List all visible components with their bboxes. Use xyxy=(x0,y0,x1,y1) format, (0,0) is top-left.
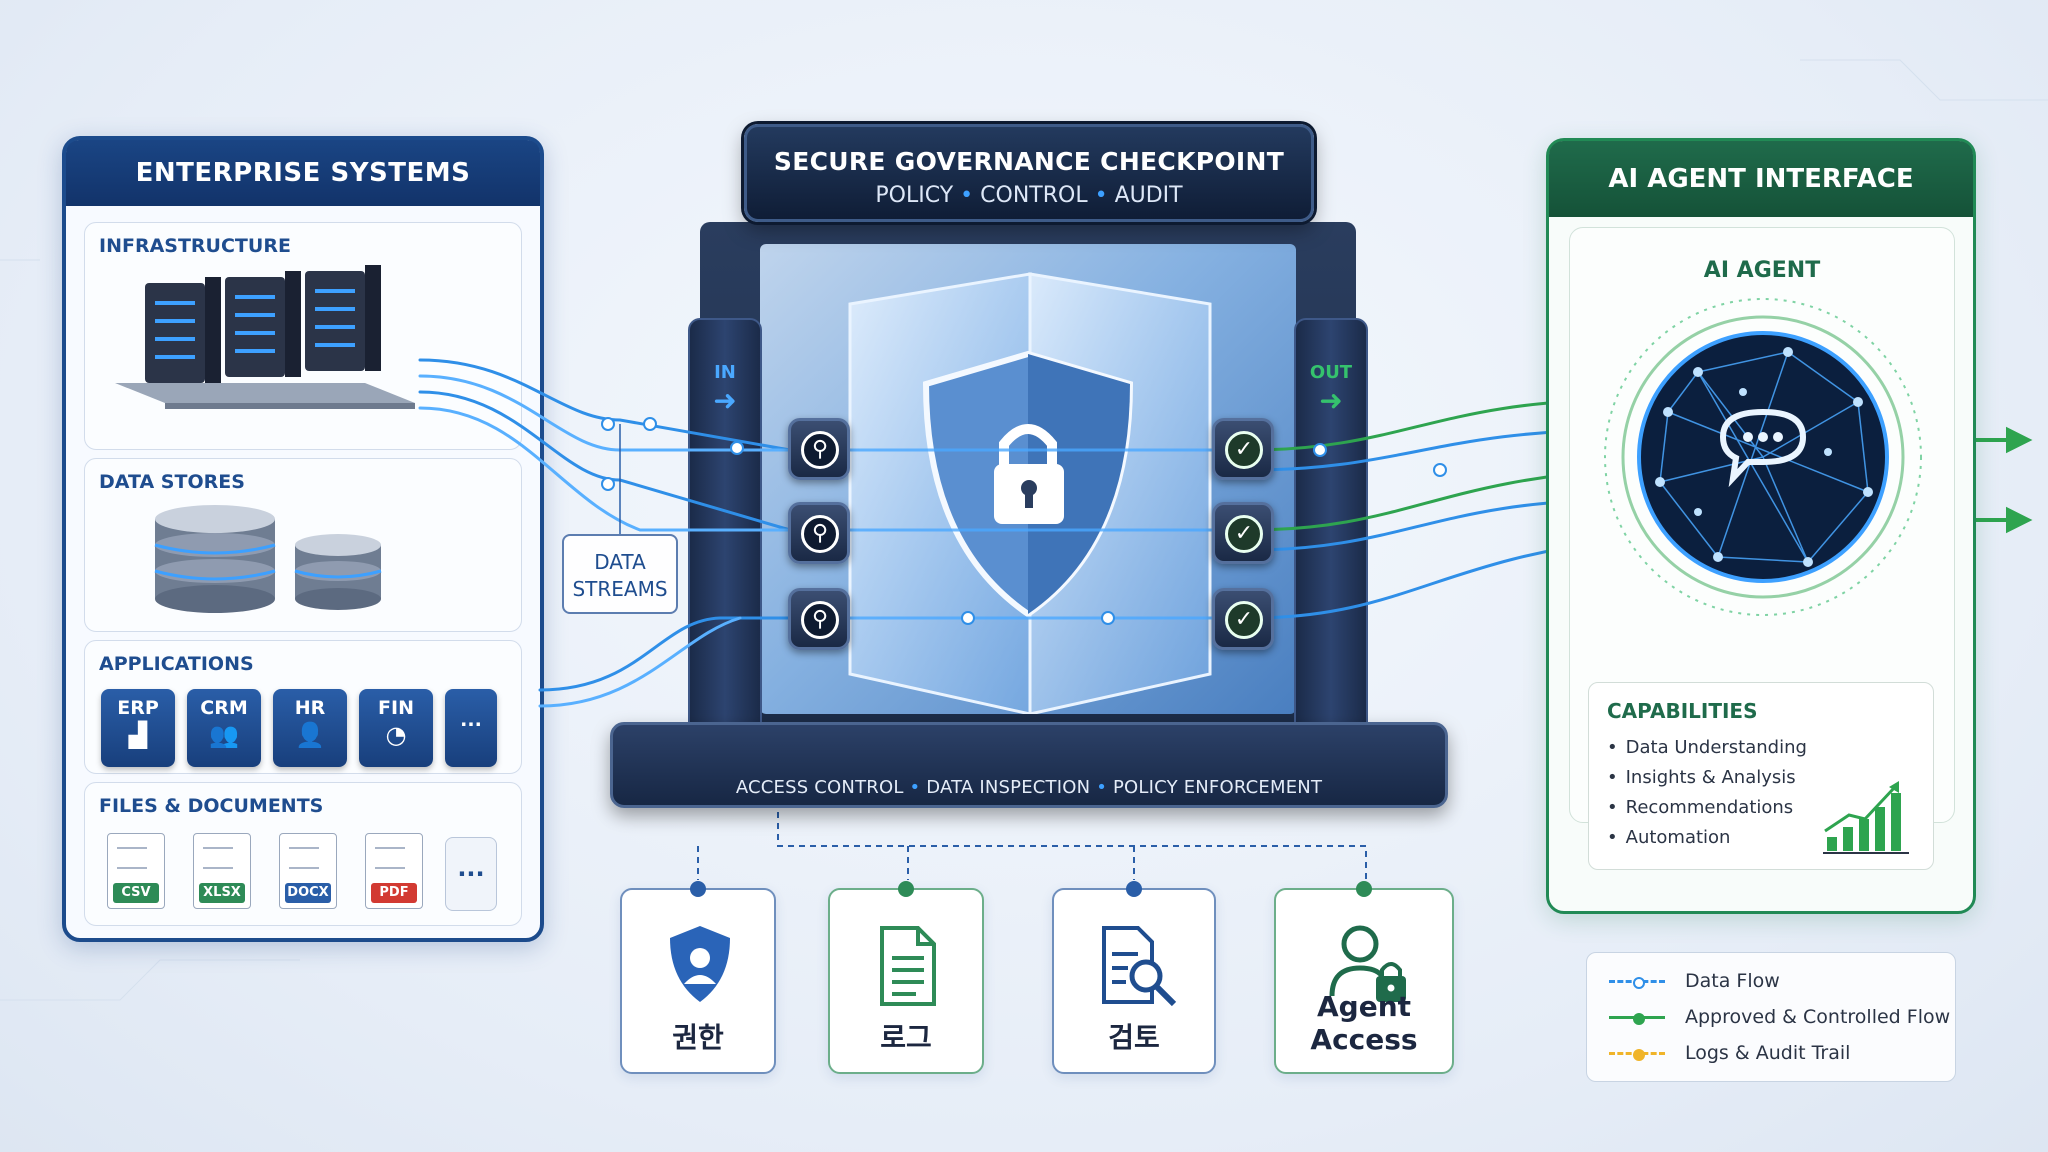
capability-item: Automation xyxy=(1607,823,1807,853)
checkmark-icon: ✓ xyxy=(1225,515,1263,553)
connector-dot xyxy=(898,881,914,897)
legend-swatch xyxy=(1609,980,1665,983)
data-streams-line1: DATA xyxy=(564,549,676,576)
base-item-data-inspection: DATA INSPECTION xyxy=(926,777,1090,798)
base-item-access-control: ACCESS CONTROL xyxy=(736,777,904,798)
category-label: Agent Access xyxy=(1276,990,1452,1056)
category-card-review[interactable]: 검토 xyxy=(1052,888,1216,1074)
capabilities-list: Data Understanding Insights & Analysis R… xyxy=(1607,733,1807,853)
approve-node-2[interactable]: ✓ xyxy=(1212,502,1274,564)
category-label: 권한 xyxy=(622,1016,774,1056)
category-card-permission[interactable]: 권한 xyxy=(620,888,776,1074)
inspect-node-1[interactable]: ⚲ xyxy=(788,418,850,480)
inspect-node-3[interactable]: ⚲ xyxy=(788,588,850,650)
connector-dot xyxy=(1126,881,1142,897)
legend-label: Logs & Audit Trail xyxy=(1685,1042,1850,1064)
legend-item-approved-flow: Approved & Controlled Flow xyxy=(1609,1005,1950,1029)
ai-agent-interface-panel: AI AGENT INTERFACE AI AGENT C xyxy=(1546,138,1976,914)
magnifier-icon: ⚲ xyxy=(801,601,839,639)
capability-item: Insights & Analysis xyxy=(1607,763,1807,793)
checkmark-icon: ✓ xyxy=(1225,601,1263,639)
category-card-agent-access[interactable]: Agent Access xyxy=(1274,888,1454,1074)
bullet-icon: • xyxy=(1096,777,1113,798)
legend-label: Data Flow xyxy=(1685,970,1780,992)
category-card-log[interactable]: 로그 xyxy=(828,888,984,1074)
data-streams-line2: STREAMS xyxy=(564,576,676,603)
approve-node-1[interactable]: ✓ xyxy=(1212,418,1274,480)
legend-label: Approved & Controlled Flow xyxy=(1685,1006,1950,1028)
inspect-node-2[interactable]: ⚲ xyxy=(788,502,850,564)
bullet-icon: • xyxy=(910,777,927,798)
ai-agent-interface-title: AI AGENT INTERFACE xyxy=(1549,141,1973,217)
category-label: 검토 xyxy=(1054,1016,1214,1056)
shield-user-icon xyxy=(666,924,734,1004)
log-document-icon xyxy=(876,924,940,1008)
ai-agent-name: AI AGENT xyxy=(1570,258,1954,283)
growth-chart-icon xyxy=(1823,779,1913,859)
magnifier-icon: ⚲ xyxy=(801,431,839,469)
capabilities-box: CAPABILITIES Data Understanding Insights… xyxy=(1588,682,1934,870)
checkpoint-base: ACCESS CONTROL • DATA INSPECTION • POLIC… xyxy=(610,722,1448,808)
approve-node-3[interactable]: ✓ xyxy=(1212,588,1274,650)
checkmark-icon: ✓ xyxy=(1225,431,1263,469)
legend-item-data-flow: Data Flow xyxy=(1609,969,1780,993)
capability-item: Recommendations xyxy=(1607,793,1807,823)
capabilities-title: CAPABILITIES xyxy=(1607,699,1757,723)
category-label: 로그 xyxy=(830,1016,982,1056)
legend-swatch xyxy=(1609,1016,1665,1019)
connector-dot xyxy=(1356,881,1372,897)
data-streams-label: DATA STREAMS xyxy=(562,534,678,614)
connector-dot xyxy=(690,881,706,897)
legend-item-logs-audit: Logs & Audit Trail xyxy=(1609,1041,1850,1065)
neural-network-icon xyxy=(1598,292,1928,622)
checkpoint-base-labels: ACCESS CONTROL • DATA INSPECTION • POLIC… xyxy=(613,777,1445,798)
capability-item: Data Understanding xyxy=(1607,733,1807,763)
legend: Data Flow Approved & Controlled Flow Log… xyxy=(1586,952,1956,1082)
legend-swatch xyxy=(1609,1052,1665,1055)
review-search-icon xyxy=(1098,924,1182,1008)
ai-agent-card: AI AGENT CAPABILITIES xyxy=(1569,227,1955,823)
base-item-policy-enforcement: POLICY ENFORCEMENT xyxy=(1113,777,1322,798)
magnifier-icon: ⚲ xyxy=(801,515,839,553)
